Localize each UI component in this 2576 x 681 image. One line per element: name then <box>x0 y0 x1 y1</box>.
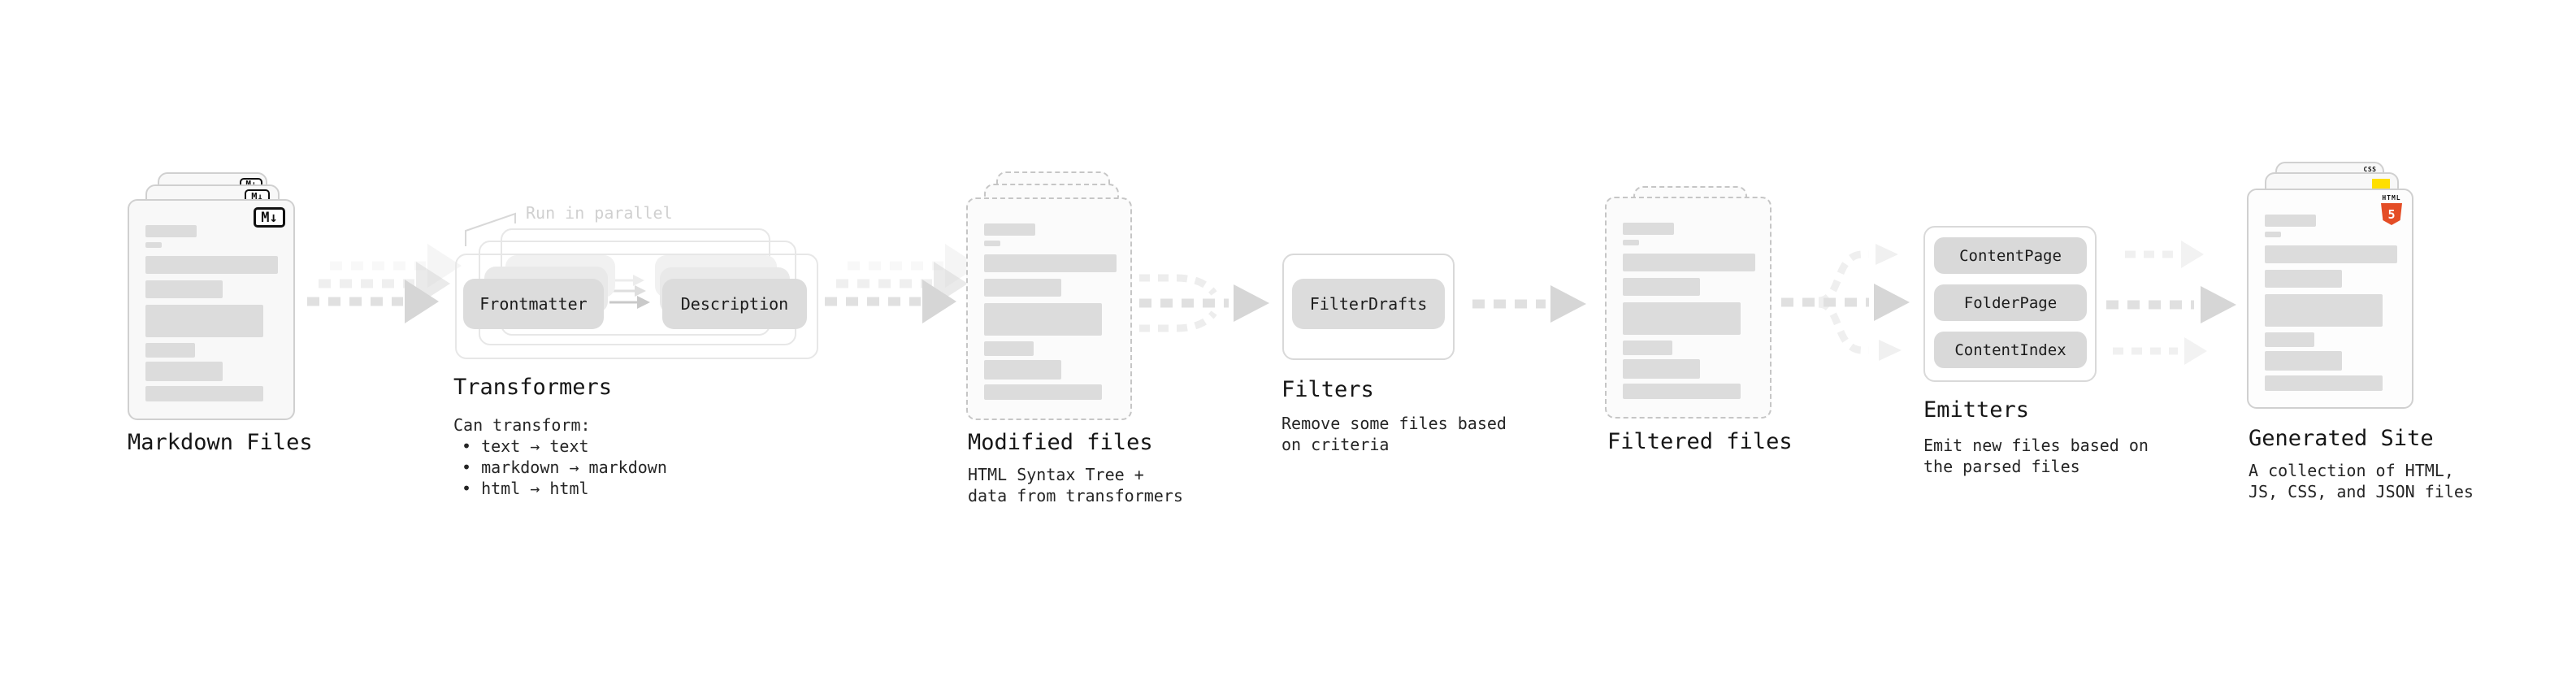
text-placeholder-bar <box>1623 359 1700 379</box>
flow-arrow-filters-to-filtered <box>1472 285 1586 323</box>
merge-arrow-modified-to-filters <box>1139 274 1269 332</box>
filterdrafts-pill: FilterDrafts <box>1292 279 1445 329</box>
desc-line: on criteria <box>1281 435 1390 454</box>
desc-line: HTML Syntax Tree + <box>968 465 1144 484</box>
text-placeholder-bar <box>145 225 197 237</box>
text-placeholder-bar <box>2265 375 2383 391</box>
desc-line: the parsed files <box>1923 457 2080 476</box>
desc-line: A collection of HTML, <box>2249 461 2454 480</box>
desc-line: Remove some files based <box>1281 414 1507 433</box>
generated-site-description: A collection of HTML, JS, CSS, and JSON … <box>2249 460 2474 502</box>
transformers-description: Can transform: • text → text • markdown … <box>453 414 667 499</box>
text-placeholder-bar <box>2265 245 2397 263</box>
desc-line: Emit new files based on <box>1923 436 2149 455</box>
text-placeholder-bar <box>145 305 263 337</box>
text-placeholder-bar <box>984 254 1117 272</box>
text-placeholder-bar <box>2265 270 2342 288</box>
text-placeholder-bar <box>1623 278 1700 296</box>
stage-title-filters: Filters <box>1281 377 1374 402</box>
bullet-html-to-html: • html → html <box>462 479 589 498</box>
text-placeholder-bar <box>984 223 1035 236</box>
text-placeholder-bar <box>145 386 263 401</box>
emitters-description: Emit new files based on the parsed files <box>1923 435 2149 477</box>
stage-title-emitters: Emitters <box>1923 397 2030 423</box>
text-placeholder-bar <box>1623 302 1741 335</box>
contentindex-emitter-pill: ContentIndex <box>1934 332 2087 368</box>
stage-title-generated-site: Generated Site <box>2249 426 2434 451</box>
text-placeholder-bar <box>984 279 1061 297</box>
generated-html-file-card: HTML 5 <box>2247 189 2413 409</box>
filtered-file-card-front <box>1605 197 1772 419</box>
transform-step-arrows <box>609 275 650 309</box>
markdown-icon: M↓ <box>254 207 285 228</box>
can-transform-heading: Can transform: <box>453 415 591 435</box>
filters-description: Remove some files based on criteria <box>1281 413 1507 455</box>
text-placeholder-bar <box>984 360 1061 380</box>
html5-icon-label: HTML <box>2382 194 2401 202</box>
html5-icon: HTML 5 <box>2381 194 2402 225</box>
text-placeholder-bar <box>2265 215 2316 227</box>
bullet-text-to-text: • text → text <box>462 436 589 456</box>
css-icon-label: CSS <box>2363 166 2377 173</box>
stage-title-markdown-files: Markdown Files <box>128 430 313 455</box>
description-transformer-pill: Description <box>662 279 807 329</box>
text-placeholder-bar <box>145 280 223 298</box>
flow-arrows-emitters-to-generated <box>2106 241 2236 365</box>
text-placeholder-bar <box>145 242 162 248</box>
parallel-frame-front <box>455 254 818 359</box>
text-placeholder-bar <box>984 303 1102 336</box>
text-placeholder-bar <box>2265 294 2383 327</box>
bullet-markdown-to-markdown: • markdown → markdown <box>462 458 667 477</box>
flow-arrow-markdown-to-transformers <box>307 244 462 323</box>
text-placeholder-bar <box>145 362 223 381</box>
html5-icon-shield: 5 <box>2381 203 2402 225</box>
contentpage-emitter-pill: ContentPage <box>1934 237 2087 274</box>
text-placeholder-bar <box>984 341 1034 356</box>
markdown-file-card-front: M↓ <box>128 199 295 420</box>
frontmatter-transformer-pill: Frontmatter <box>463 279 604 329</box>
text-placeholder-bar <box>1623 240 1639 245</box>
modified-file-card-front <box>966 197 1132 420</box>
flow-arrow-transformers-to-modified <box>825 244 979 323</box>
run-in-parallel-callout-line <box>465 212 516 246</box>
modified-files-description: HTML Syntax Tree + data from transformer… <box>968 464 1183 506</box>
run-in-parallel-label: Run in parallel <box>526 203 673 223</box>
text-placeholder-bar <box>2265 351 2342 371</box>
text-placeholder-bar <box>984 241 1000 246</box>
folderpage-emitter-pill: FolderPage <box>1934 284 2087 321</box>
stage-title-modified-files: Modified files <box>968 430 1153 455</box>
text-placeholder-bar <box>2265 332 2314 347</box>
text-placeholder-bar <box>984 384 1102 400</box>
text-placeholder-bar <box>1623 223 1674 235</box>
stage-title-filtered-files: Filtered files <box>1607 429 1793 454</box>
text-placeholder-bar <box>1623 340 1672 355</box>
desc-line: JS, CSS, and JSON files <box>2249 482 2474 501</box>
text-placeholder-bar <box>1623 254 1755 271</box>
text-placeholder-bar <box>2265 232 2281 237</box>
text-placeholder-bar <box>145 256 278 274</box>
text-placeholder-bar <box>145 343 195 358</box>
desc-line: data from transformers <box>968 486 1183 505</box>
text-placeholder-bar <box>1623 384 1741 399</box>
stage-title-transformers: Transformers <box>453 375 613 400</box>
fanout-arrow-filtered-to-emitters <box>1781 244 1910 361</box>
